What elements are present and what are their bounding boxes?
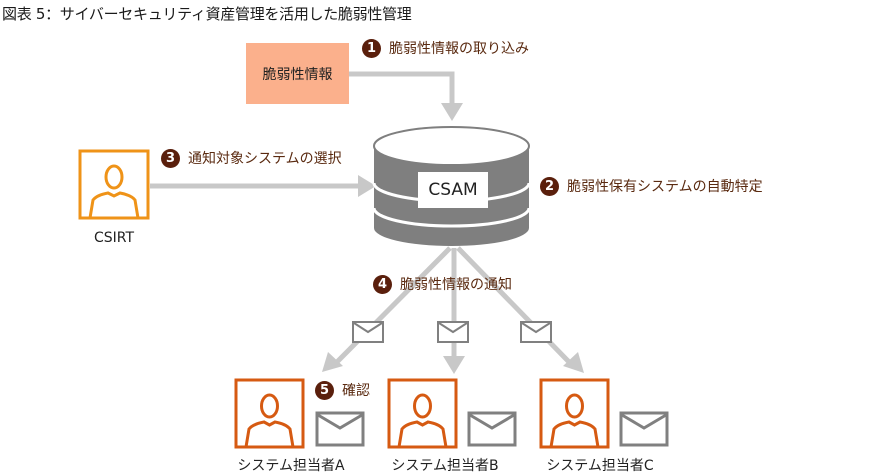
step-2-badge: 2 <box>540 176 559 196</box>
step-1-badge: 1 <box>362 38 381 58</box>
step-5-badge: 5 <box>315 380 334 400</box>
recipient-a-mail-icon <box>315 411 365 447</box>
figure-title: 図表 5：サイバーセキュリティ資産管理を活用した脆弱性管理 <box>2 5 412 23</box>
step-3-badge: 3 <box>161 148 180 168</box>
step-2-label: 脆弱性保有システムの自動特定 <box>567 179 763 195</box>
in-transit-mail-icon-b <box>437 321 469 343</box>
recipient-b-mail-icon <box>467 411 517 447</box>
recipient-b-person-icon <box>387 378 458 449</box>
recipient-c-person-icon <box>539 378 610 449</box>
arrow-notify-b <box>443 248 465 374</box>
recipient-c-label: システム担当者C <box>546 458 654 474</box>
arrow-notify-c <box>456 246 584 373</box>
step-1: 1 脆弱性情報の取り込み <box>362 38 529 58</box>
recipient-b-label: システム担当者B <box>391 458 499 474</box>
in-transit-mail-icon-c <box>520 321 552 343</box>
vulnerability-info-box: 脆弱性情報 <box>246 43 349 104</box>
step-4-badge: 4 <box>373 274 392 294</box>
recipient-a-label: システム担当者A <box>237 458 345 474</box>
in-transit-mail-icon-a <box>352 321 384 343</box>
step-2: 2 脆弱性保有システムの自動特定 <box>540 176 763 196</box>
recipient-c-mail-icon <box>619 411 669 447</box>
step-3-label: 通知対象システムの選択 <box>188 151 342 167</box>
step-1-label: 脆弱性情報の取り込み <box>389 41 529 57</box>
arrow-import <box>349 71 463 121</box>
step-4-label: 脆弱性情報の通知 <box>400 277 512 293</box>
csam-label-box: CSAM <box>418 172 488 208</box>
csirt-label: CSIRT <box>93 230 135 246</box>
step-5: 5 確認 <box>315 380 370 400</box>
step-5-label: 確認 <box>342 383 370 399</box>
vulnerability-info-label: 脆弱性情報 <box>262 66 333 83</box>
arrow-notify-a <box>322 246 452 372</box>
step-4: 4 脆弱性情報の通知 <box>373 274 512 294</box>
csirt-person-icon <box>78 149 150 220</box>
step-3: 3 通知対象システムの選択 <box>161 148 342 168</box>
csam-label: CSAM <box>428 180 478 200</box>
arrow-select <box>150 175 376 197</box>
recipient-a-person-icon <box>234 378 305 449</box>
